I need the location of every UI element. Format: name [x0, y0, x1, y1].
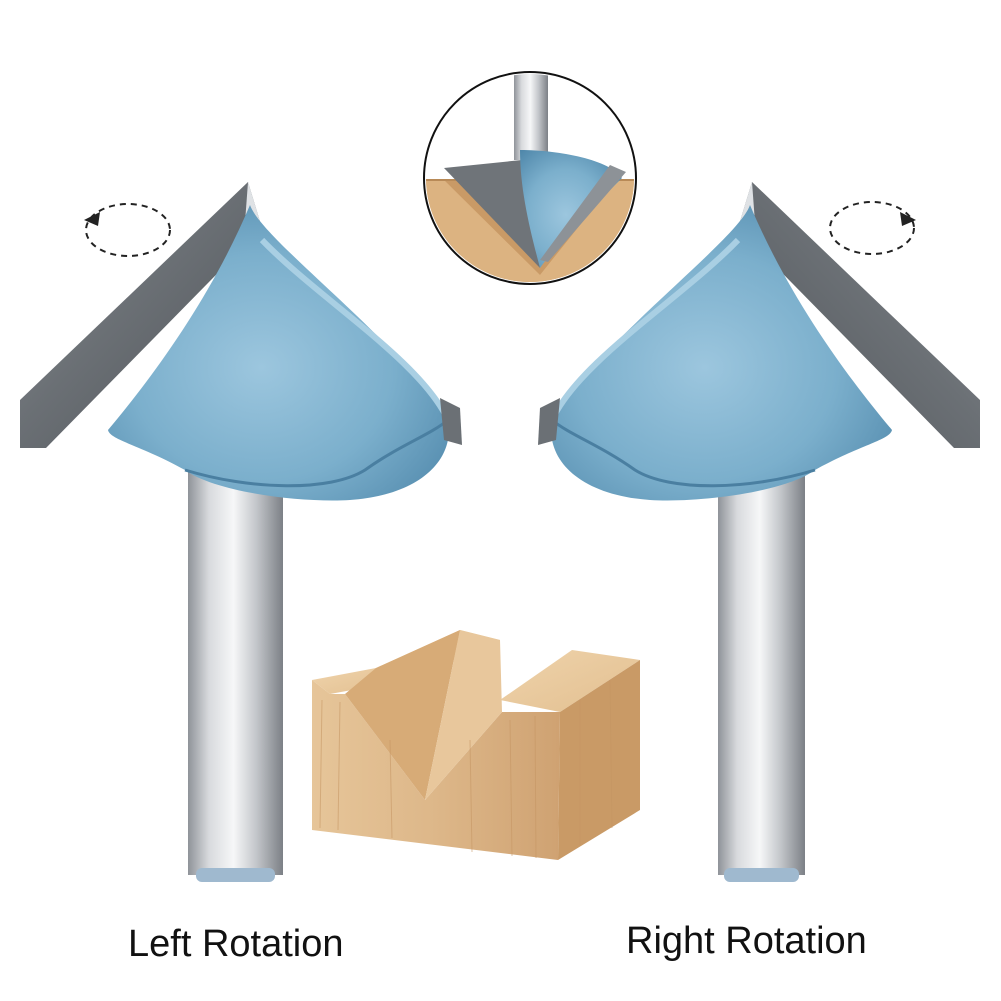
wood-block-v-groove: [312, 630, 640, 860]
right-carbide-blade: [738, 182, 980, 448]
right-rotation-label: Right Rotation: [626, 920, 867, 962]
right-shank: [718, 470, 805, 875]
right-shank-tip: [724, 868, 799, 882]
left-rotation-label: Left Rotation: [128, 923, 344, 965]
left-shank: [188, 470, 283, 875]
wood-front-face: [312, 680, 560, 860]
wood-side-face: [558, 660, 640, 860]
cutting-detail-inset: [423, 71, 637, 285]
left-carbide-blade: [20, 182, 262, 448]
right-cutter-body: [551, 205, 892, 501]
counterclockwise-dashed-arrow-icon: [84, 203, 171, 257]
left-cutter-body: [108, 205, 449, 501]
clockwise-dashed-arrow-icon: [829, 201, 916, 255]
right-router-bit: [538, 182, 980, 882]
left-router-bit: [20, 182, 462, 882]
left-shank-tip: [196, 868, 275, 882]
